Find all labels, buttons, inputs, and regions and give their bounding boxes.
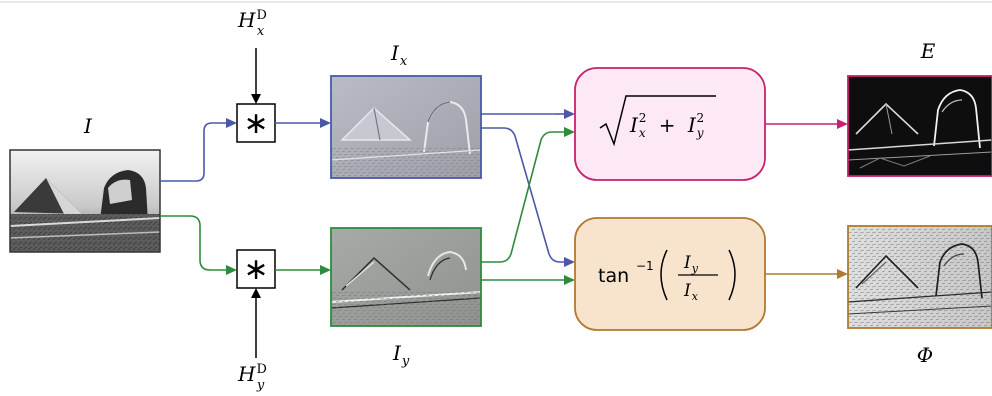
ix-to-orientation-arrow (481, 127, 575, 267)
convolution-y-box (236, 249, 276, 289)
magnitude-to-edge-arrow (765, 119, 848, 129)
orientation-phase-image (847, 225, 992, 329)
convolution-y-symbol: ∗ (243, 252, 268, 287)
gradient-x-image (330, 75, 482, 179)
input-to-conv-x-arrow (160, 118, 237, 182)
svg-text:Ix2 + Iy2: Ix2 + Iy2 (629, 103, 704, 140)
ix-to-magnitude-arrow (481, 109, 575, 119)
orientation-to-phase-arrow (765, 269, 848, 279)
svg-text:tan: tan (598, 265, 629, 287)
orientation-phase-label: Φ (917, 343, 933, 367)
iy-to-magnitude-arrow (481, 127, 575, 263)
convolution-x-symbol: ∗ (243, 106, 268, 141)
svg-text:−1: −1 (636, 259, 654, 273)
iy-to-orientation-arrow (481, 275, 575, 285)
magnitude-formula: Ix2 + Iy2 (599, 95, 716, 147)
conv-y-to-iy-arrow (275, 265, 331, 275)
gradient-x-label: Ix (390, 41, 408, 69)
orientation-formula: tan −1 Iy Ix (598, 249, 736, 303)
input-to-conv-y-arrow (160, 215, 237, 275)
input-image (9, 149, 161, 253)
edge-magnitude-label: E (920, 39, 936, 63)
edge-magnitude-image (847, 75, 992, 177)
gradient-y-image (330, 227, 482, 327)
conv-x-to-ix-arrow (275, 118, 331, 128)
svg-text:Iy: Iy (683, 253, 699, 275)
input-label: I (83, 114, 93, 138)
gradient-y-label: Iy (392, 341, 410, 369)
svg-text:Ix: Ix (683, 281, 699, 303)
